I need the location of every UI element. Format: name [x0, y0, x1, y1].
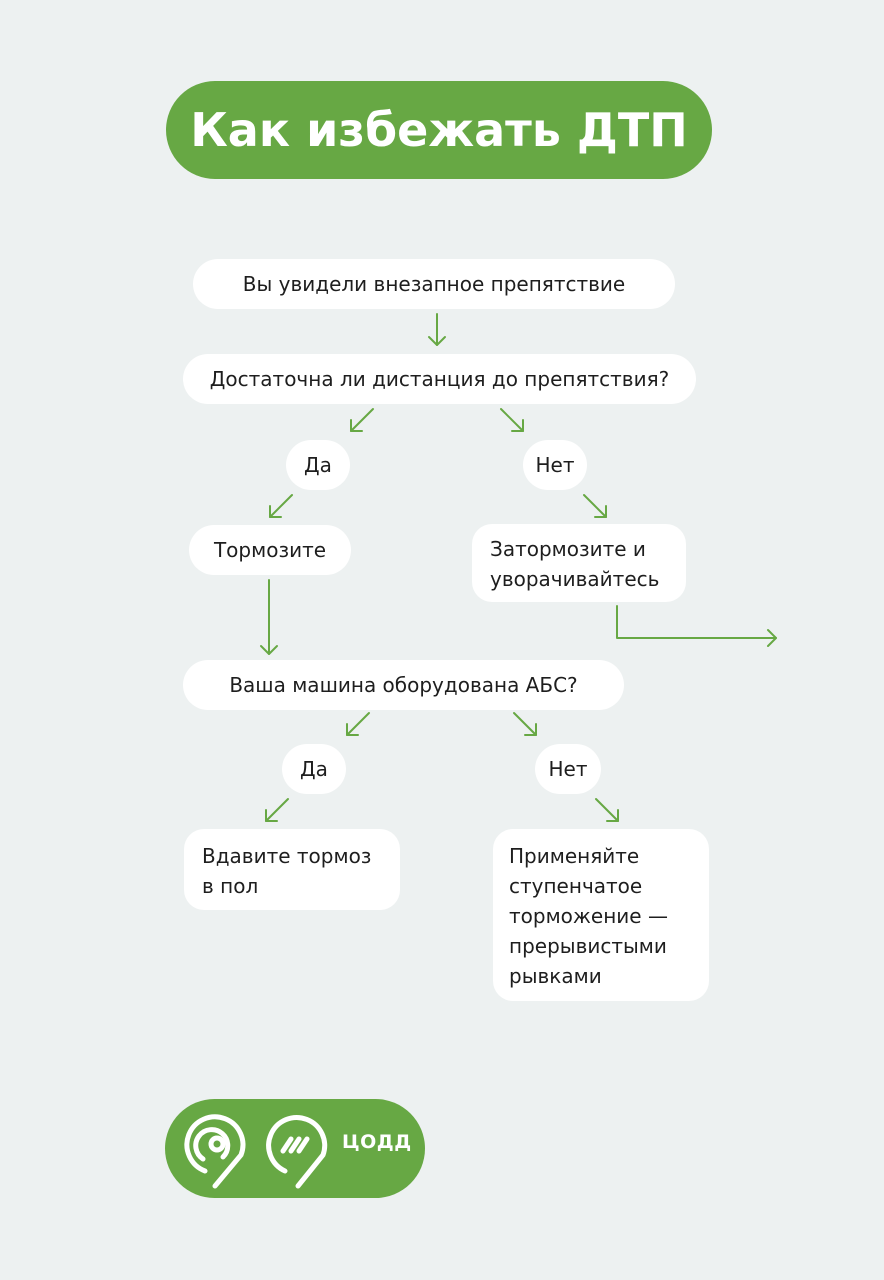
codd-logo-text: ЦОДД	[342, 1131, 412, 1153]
node-brake: Тормозите	[189, 525, 351, 575]
node-step-braking: Применяйте ступенчатое торможение — прер…	[493, 829, 709, 1001]
node-distance-yes-label: Да	[304, 453, 332, 477]
node-distance-no: Нет	[523, 440, 587, 490]
arrow-yes-to-brake	[269, 494, 293, 518]
node-distance-yes: Да	[286, 440, 350, 490]
node-press-brake-floor: Вдавите тормоз в пол	[184, 829, 400, 910]
node-abs-yes-label: Да	[300, 757, 328, 781]
node-start-label: Вы увидели внезапное препятствие	[242, 272, 626, 296]
node-question-distance-label: Достаточна ли дистанция до препятствия?	[209, 367, 670, 391]
node-abs-no: Нет	[535, 744, 601, 794]
codd-logo-icon	[184, 1114, 328, 1189]
arrow-no-to-swerve	[583, 494, 607, 518]
node-brake-label: Тормозите	[213, 538, 327, 562]
node-press-brake-floor-label: Вдавите тормоз в пол	[202, 844, 372, 898]
arrow-no-to-step	[595, 798, 619, 822]
arrow-brake-to-q2	[260, 579, 278, 655]
arrow-yes-to-press	[265, 798, 289, 822]
arrow-start-to-q1	[428, 313, 446, 346]
node-step-braking-label: Применяйте ступенчатое торможение — прер…	[509, 844, 668, 988]
node-abs-no-label: Нет	[548, 757, 588, 781]
node-brake-and-swerve-label: Затормозите и уворачивайтесь	[490, 537, 660, 591]
arrow-q2-to-no	[513, 712, 537, 736]
arrow-swerve-exit	[616, 605, 777, 647]
arrow-q2-to-yes	[346, 712, 370, 736]
node-question-abs-label: Ваша машина оборудована АБС?	[229, 673, 578, 697]
node-abs-yes: Да	[282, 744, 346, 794]
title-banner: Как избежать ДТП	[166, 81, 712, 179]
node-brake-and-swerve: Затормозите и уворачивайтесь	[472, 524, 686, 602]
arrow-q1-to-no	[500, 408, 524, 432]
codd-logo-badge	[165, 1099, 425, 1198]
node-question-distance: Достаточна ли дистанция до препятствия?	[183, 354, 696, 404]
node-question-abs: Ваша машина оборудована АБС?	[183, 660, 624, 710]
arrow-q1-to-yes	[350, 408, 374, 432]
page-title: Как избежать ДТП	[190, 103, 688, 157]
node-start: Вы увидели внезапное препятствие	[193, 259, 675, 309]
node-distance-no-label: Нет	[535, 453, 575, 477]
